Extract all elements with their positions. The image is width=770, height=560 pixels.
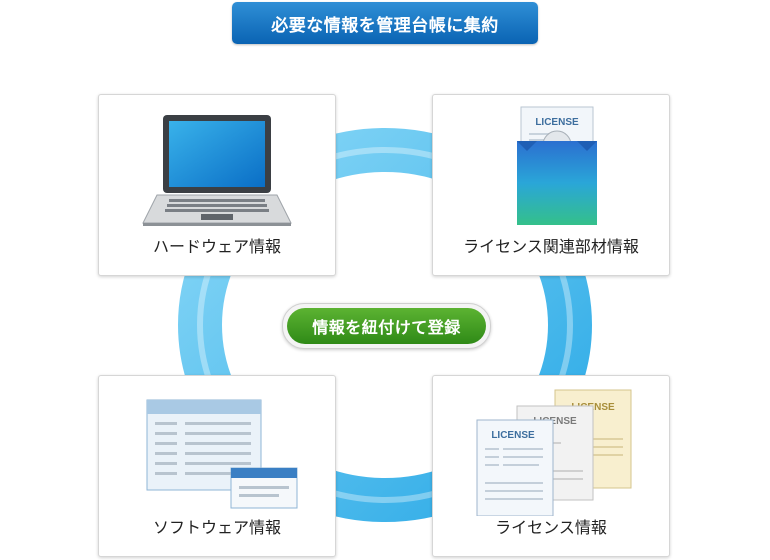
license-package-icon: LICENSE [517,106,597,225]
license-card: LICENSE LICENSE LICENSE ライセンス情報 [432,375,670,557]
software-window-icon [146,399,298,509]
license-materials-card: LICENSE ライセンス関連部材情報 [432,94,670,276]
software-card: ソフトウェア情報 [98,375,336,557]
software-label: ソフトウェア情報 [152,518,281,537]
license-doc-text: LICENSE [535,117,579,128]
license-materials-label: ライセンス関連部材情報 [463,237,639,256]
page-title: 必要な情報を管理台帳に集約 [232,2,538,44]
license-documents-icon: LICENSE LICENSE LICENSE [476,389,632,516]
hardware-card: ハードウェア情報 [98,94,336,276]
license-middle-text: LICENSE [533,416,577,427]
license-front-text: LICENSE [491,430,535,441]
link-register-badge: 情報を紐付けて登録 [282,303,491,349]
hardware-label: ハードウェア情報 [152,237,281,256]
laptop-icon [142,115,292,226]
license-label: ライセンス情報 [495,518,607,537]
link-register-label: 情報を紐付けて登録 [287,308,486,344]
